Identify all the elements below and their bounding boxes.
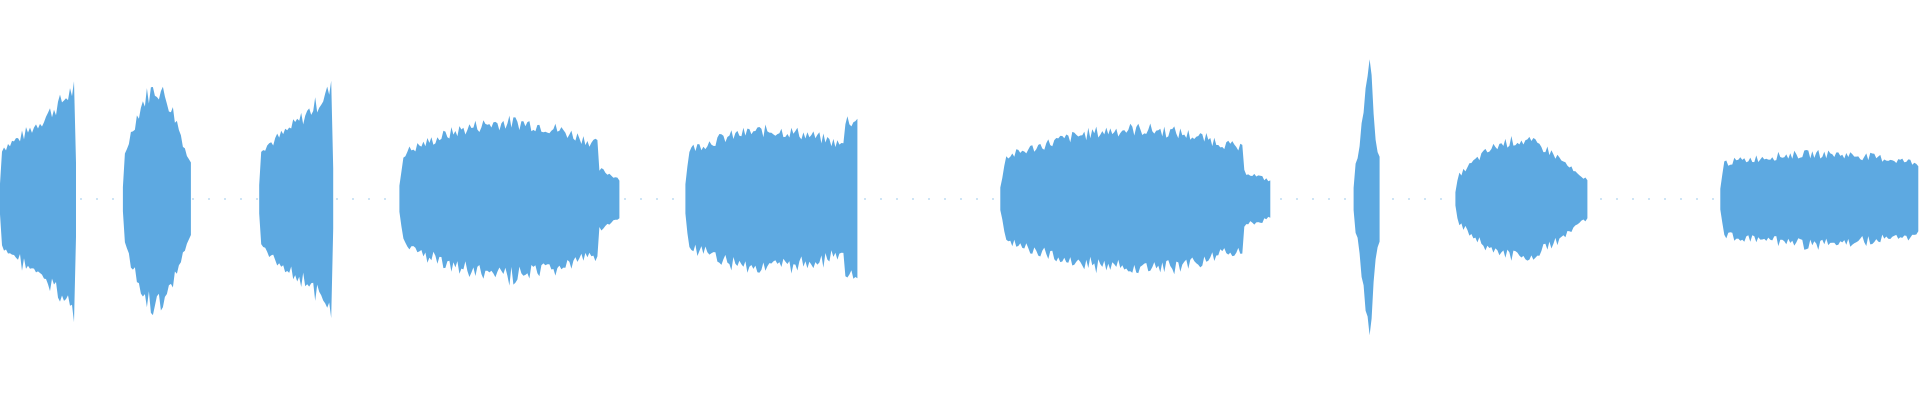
waveform-segment-1 — [0, 81, 76, 323]
waveform-segment-9 — [1720, 149, 1919, 250]
waveform-segment-5 — [685, 116, 858, 279]
waveform-segment-8 — [1455, 136, 1588, 261]
waveform-segment-7 — [1353, 59, 1380, 336]
waveform-segment-2 — [122, 86, 191, 316]
waveform-segment-6 — [1000, 123, 1271, 275]
waveform-segment-3 — [259, 80, 334, 319]
waveform-segments — [0, 59, 1919, 336]
waveform-segment-4 — [399, 115, 620, 286]
